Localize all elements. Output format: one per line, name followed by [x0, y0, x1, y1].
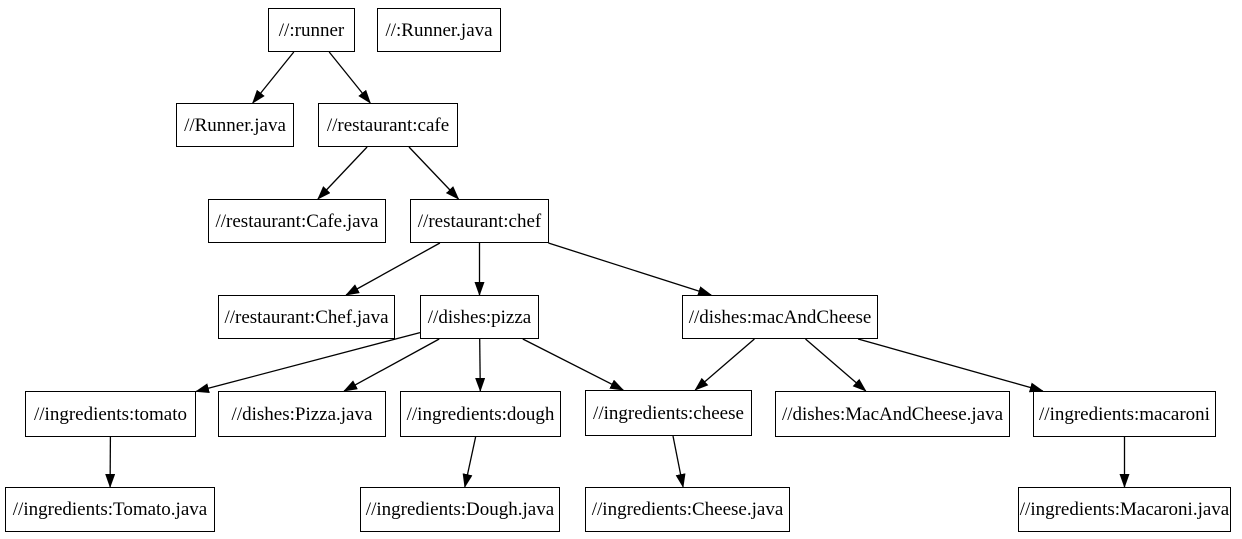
- node-macaroni: //ingredients:macaroni: [1033, 391, 1216, 437]
- edge-pizza-to-tomato: [195, 331, 421, 394]
- edge-cafe-to-cafe-java: [317, 146, 368, 200]
- edge-pizza-to-cheese: [522, 338, 625, 391]
- node-runner: //:runner: [268, 8, 355, 52]
- node-cheese: //ingredients:cheese: [585, 390, 752, 436]
- node-tomato: //ingredients:tomato: [25, 391, 196, 437]
- node-cafe: //restaurant:cafe: [318, 103, 458, 147]
- node-pizza: //dishes:pizza: [420, 295, 539, 339]
- node-dough-java: //ingredients:Dough.java: [360, 487, 560, 532]
- node-cheese-java: //ingredients:Cheese.java: [585, 487, 790, 532]
- edge-cheese-to-cheese-java: [672, 435, 686, 488]
- edge-cafe-to-chef: [408, 146, 460, 200]
- edge-pizza-to-pizza-java: [343, 338, 440, 392]
- edge-mac-and-cheese-to-cheese: [694, 338, 755, 391]
- edge-pizza-to-dough: [475, 338, 486, 392]
- node-runner-java: //Runner.java: [176, 103, 294, 147]
- edge-dough-to-dough-java: [462, 436, 477, 488]
- node-runner-java-root: //:Runner.java: [377, 8, 501, 52]
- node-tomato-java: //ingredients:Tomato.java: [5, 487, 215, 532]
- edge-mac-and-cheese-to-macaroni: [857, 338, 1044, 393]
- node-mac-and-cheese-java: //dishes:MacAndCheese.java: [775, 391, 1010, 437]
- edge-runner-to-runner-java: [252, 51, 295, 104]
- edge-mac-and-cheese-to-mac-and-cheese-java: [805, 338, 867, 392]
- edge-chef-to-mac-and-cheese: [548, 242, 713, 296]
- edge-chef-to-chef-java: [345, 242, 441, 296]
- node-chef: //restaurant:chef: [410, 199, 549, 243]
- node-mac-and-cheese: //dishes:macAndCheese: [682, 295, 878, 339]
- node-chef-java: //restaurant:Chef.java: [218, 295, 395, 339]
- node-macaroni-java: //ingredients:Macaroni.java: [1018, 487, 1231, 532]
- node-dough: //ingredients:dough: [400, 391, 561, 437]
- node-pizza-java: //dishes:Pizza.java: [218, 391, 386, 437]
- node-cafe-java: //restaurant:Cafe.java: [208, 199, 386, 243]
- edge-runner-to-cafe: [328, 51, 371, 104]
